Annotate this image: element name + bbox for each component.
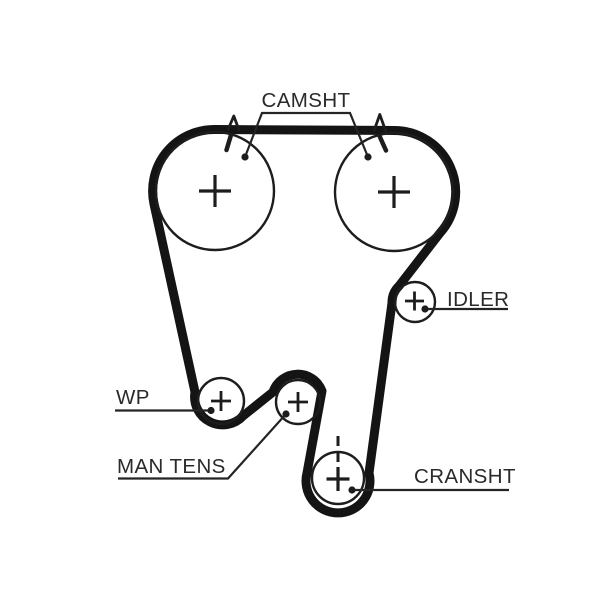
water-pump-leader-dot [207, 406, 215, 415]
camshaft-left-center-cross [199, 175, 231, 207]
leader-lines [115, 111, 509, 494]
manual-tensioner-leader-dot [282, 410, 290, 418]
idler-pulley-circle [393, 280, 437, 324]
camshaft-left-tick-mark [224, 133, 233, 153]
water-pump-label: WP [116, 386, 150, 409]
manual-tensioner-pulley [274, 378, 322, 426]
water-pump-pulley [196, 376, 246, 426]
timing-marks [224, 113, 389, 470]
water-pump-center-cross [211, 391, 231, 411]
camshaft-left-leader-dot [241, 153, 249, 161]
camshaft-right-center-cross [378, 176, 410, 208]
camshaft-right-arrow-mark-icon [372, 113, 388, 133]
crankshaft-leader-dot [348, 486, 356, 494]
crankshaft-center-cross [326, 467, 350, 491]
idler-pulley [393, 280, 437, 324]
crankshaft-label: CRANSHT [414, 465, 516, 488]
idler-label: IDLER [447, 288, 509, 311]
camshaft-label: CAMSHT [262, 89, 351, 112]
camshaft-left-arrow-mark-icon [226, 114, 241, 132]
labels: CAMSHT IDLER WP MAN TENS CRANSHT [116, 89, 516, 488]
camshaft-right-tick-mark [377, 133, 389, 153]
camshaft-left-pulley [154, 130, 276, 252]
camshaft-right-leader-dot [364, 153, 372, 161]
manual-tensioner-leader-line [118, 413, 287, 480]
camshaft-right-pulley-circle [333, 131, 455, 253]
manual-tensioner-pulley-circle [274, 378, 322, 426]
idler-center-cross [405, 291, 424, 311]
manual-tensioner-center-cross [288, 392, 308, 412]
camshaft-left-pulley-circle [154, 130, 276, 252]
manual-tensioner-label: MAN TENS [117, 455, 226, 478]
timing-belt-path [148, 124, 461, 518]
camshaft-right-pulley [333, 131, 455, 253]
idler-leader-dot [421, 305, 429, 313]
camshaft-label-bracket [243, 111, 370, 158]
water-pump-pulley-circle [196, 376, 246, 426]
